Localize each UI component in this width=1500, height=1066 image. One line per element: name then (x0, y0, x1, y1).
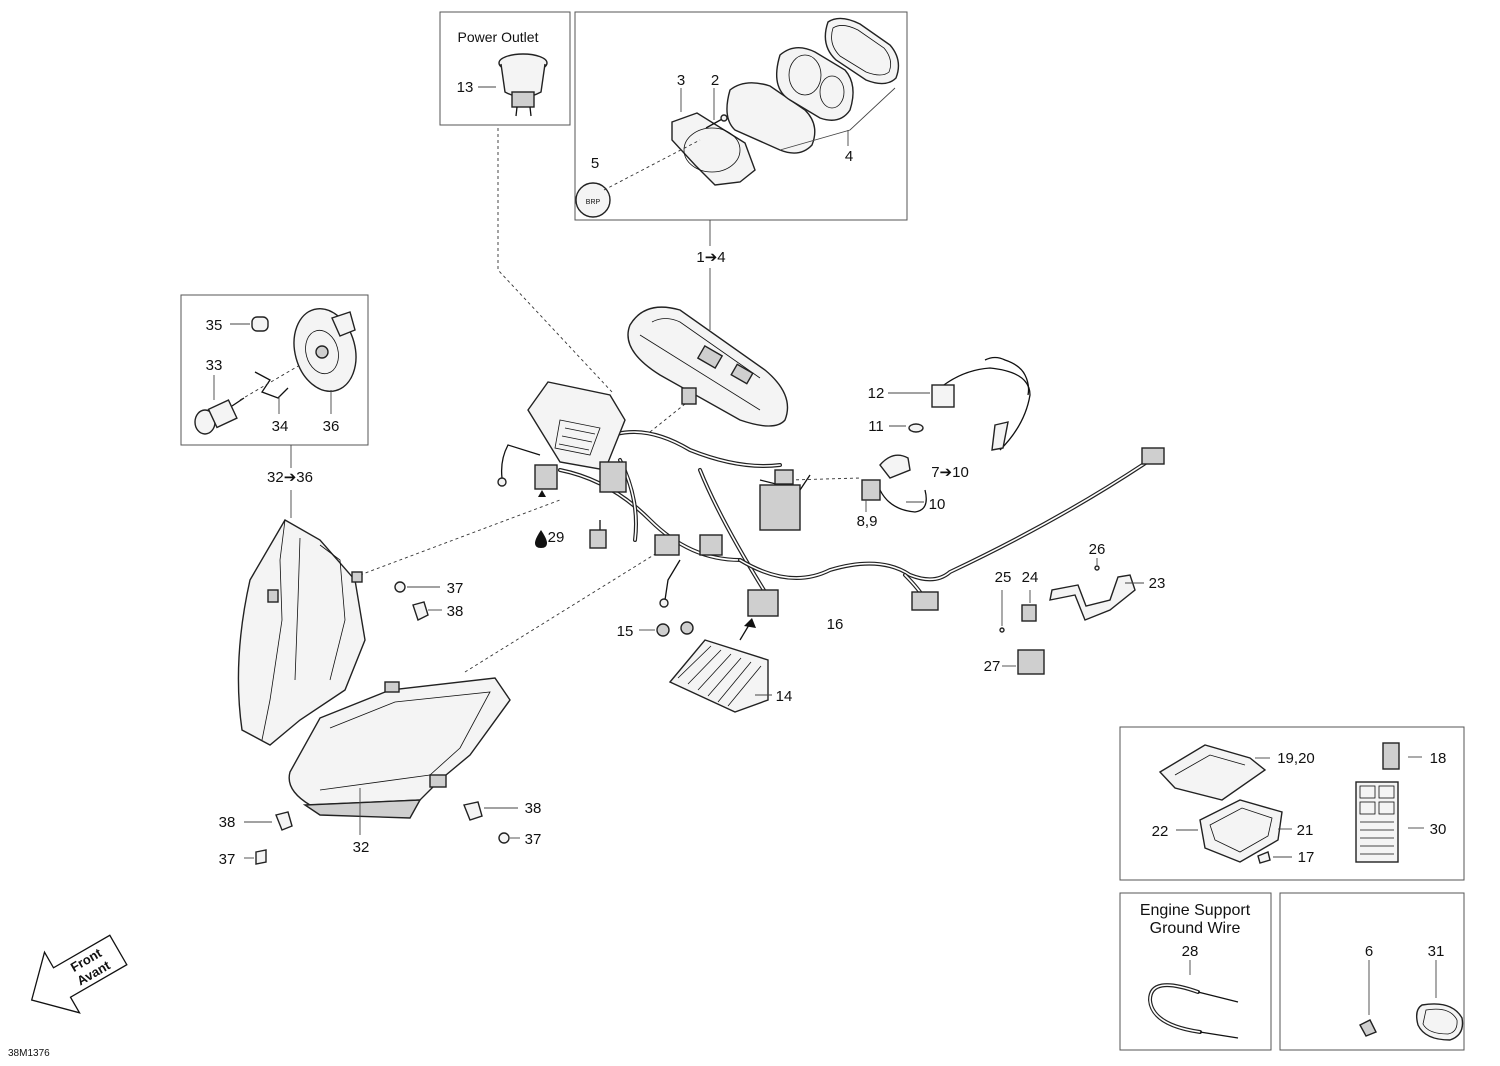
callout-30: 30 (1430, 821, 1447, 838)
callout-17: 17 (1298, 849, 1315, 866)
callout-4: 4 (845, 148, 853, 165)
connector-end (1141, 447, 1165, 465)
grommet-24 (1021, 604, 1037, 622)
callout-25: 25 (995, 569, 1012, 586)
callout-28: 28 (1182, 943, 1199, 960)
dess-key (861, 356, 1031, 513)
wiring-harness (497, 430, 1152, 608)
svg-text:BRP: BRP (586, 199, 601, 206)
ground-wire (1147, 983, 1202, 1034)
callout-37-a: 37 (447, 580, 464, 597)
fuse-box-base (1199, 799, 1283, 863)
front-arrow: Front Avant (30, 934, 128, 1014)
callout-32-36: 32➔36 (267, 469, 313, 486)
callout-12: 12 (868, 385, 885, 402)
diagram-code: 38M1376 (8, 1048, 50, 1059)
fuse-17 (1257, 851, 1271, 864)
callout-27: 27 (984, 658, 1001, 675)
callout-14: 14 (776, 688, 793, 705)
callout-21: 21 (1297, 822, 1314, 839)
headlight-housing (237, 519, 366, 746)
gauge-bezel (671, 112, 756, 186)
gauge-housing (776, 47, 854, 121)
clip-6 (1359, 1019, 1377, 1037)
instrument-cluster (627, 306, 789, 427)
callout-37-b: 37 (219, 851, 236, 868)
fasteners (244, 581, 520, 865)
gauge-cluster-body (726, 82, 816, 154)
headlight-lens (288, 677, 511, 819)
callout-10: 10 (929, 496, 946, 513)
callout-labels: 13 3 2 5 4 1➔4 35 33 34 36 32➔36 12 11 7… (206, 72, 1447, 960)
callout-16: 16 (827, 616, 844, 633)
mounting-bracket (999, 558, 1144, 675)
inset-power-outlet: Power Outlet (439, 11, 571, 126)
bulb-clip (254, 371, 289, 399)
connector-27 (1017, 649, 1045, 675)
headlight-dust-cover (293, 307, 357, 393)
callout-35: 35 (206, 317, 223, 334)
voltage-regulator-connector (747, 589, 779, 617)
inset-frame (574, 11, 908, 221)
callout-38-c: 38 (525, 800, 542, 817)
callout-5: 5 (591, 155, 599, 172)
inset-engine-support: Engine Support Ground Wire (1119, 892, 1272, 1051)
callout-23: 23 (1149, 575, 1166, 592)
voltage-regulator (639, 618, 772, 713)
power-outlet-part (498, 53, 548, 117)
callout-32: 32 (353, 839, 370, 856)
callout-2: 2 (711, 72, 719, 89)
inset-frame (1279, 892, 1465, 1051)
inset-frame (180, 294, 369, 446)
inset-frame (439, 11, 571, 126)
bulb-h4 (194, 397, 245, 435)
arrow-up-icon (538, 490, 546, 497)
callout-22: 22 (1152, 823, 1169, 840)
callout-13: 13 (457, 79, 474, 96)
gauge-decal (575, 182, 611, 218)
callout-19-20: 19,20 (1277, 750, 1315, 767)
inset-headlight-bulb (180, 294, 369, 446)
nut-15 (656, 623, 670, 637)
relay-18 (1382, 742, 1400, 770)
callout-15: 15 (617, 623, 634, 640)
callout-1-4: 1➔4 (696, 249, 725, 266)
callout-7-10: 7➔10 (931, 464, 969, 481)
inset-frame (1119, 892, 1272, 1051)
inset-title-line1: Engine Support (1140, 902, 1251, 919)
callout-38-b: 38 (219, 814, 236, 831)
callout-26: 26 (1089, 541, 1106, 558)
inset-gauge: BRP (574, 11, 908, 221)
gauge-gasket (824, 17, 900, 85)
inset-misc (1279, 892, 1465, 1051)
inset-frame (1119, 726, 1465, 881)
callout-37-c: 37 (525, 831, 542, 848)
callout-11: 11 (868, 418, 884, 435)
callout-24: 24 (1022, 569, 1039, 586)
fuse-box-cover (1158, 744, 1267, 801)
inset-title: Power Outlet (458, 29, 539, 45)
connector-29 (534, 464, 558, 490)
callout-38-a: 38 (447, 603, 464, 620)
bulb-cap (251, 316, 269, 332)
callout-29: 29 (548, 529, 565, 546)
adhesive-drop-icon (535, 530, 547, 548)
callout-31: 31 (1428, 943, 1445, 960)
connector-16 (911, 591, 939, 611)
harness-relay-block (527, 381, 627, 549)
callout-18: 18 (1430, 750, 1447, 767)
callout-36: 36 (323, 418, 340, 435)
inset-title-line2: Ground Wire (1150, 920, 1241, 937)
callout-33: 33 (206, 357, 223, 374)
inset-fuse-box (1119, 726, 1465, 881)
harness-connectors (654, 447, 1165, 617)
callout-3: 3 (677, 72, 685, 89)
callout-8-9: 8,9 (857, 513, 878, 530)
callout-6: 6 (1365, 943, 1373, 960)
callout-34: 34 (272, 418, 289, 435)
